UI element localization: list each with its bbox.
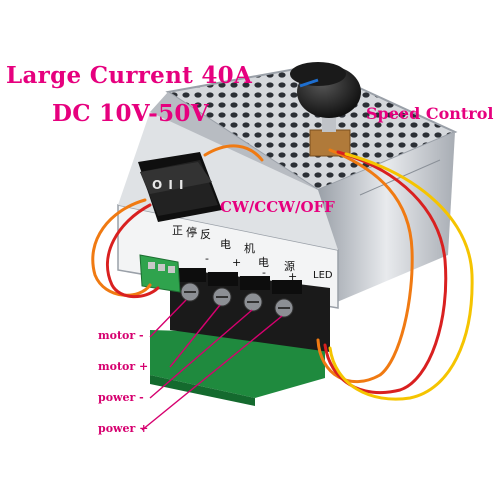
panel-label-power-1: 电 (258, 256, 269, 269)
green-connector (139, 254, 181, 293)
panel-label-reverse: 反 (200, 228, 211, 241)
callout-lines (141, 299, 283, 431)
panel-label-stop: 停 (186, 226, 197, 239)
terminal-screw-2 (212, 287, 232, 307)
headline-voltage: DC 10V-50V (52, 100, 209, 127)
panel-label-power-2: 源 (284, 260, 295, 273)
wire-label-power-plus: power + (98, 422, 149, 435)
panel-label-led: LED (313, 270, 333, 281)
panel-label-motor-2: 机 (244, 242, 255, 255)
direction-switch-label: CW/CCW/OFF (220, 198, 335, 216)
terminal-screw-4 (274, 298, 294, 318)
pcb-board (150, 330, 325, 406)
wire-label-motor-plus: motor + (98, 360, 149, 373)
panel-sign-power-minus: - (262, 266, 266, 279)
speed-control-label: Speed Control (366, 104, 494, 123)
wire-label-motor-minus: motor - (98, 329, 144, 342)
panel-label-motor-1: 电 (220, 238, 231, 251)
potentiometer (290, 62, 361, 157)
rocker-switch (138, 152, 222, 222)
headline-current: Large Current 40A (6, 62, 253, 89)
wire-label-power-minus: power - (98, 391, 144, 404)
wires (91, 144, 474, 401)
rocker-switch-glyph: O I I (152, 178, 185, 192)
terminal-screw-3 (243, 292, 263, 312)
panel-sign-power-plus: + (288, 270, 298, 283)
case-right-side (318, 132, 455, 305)
terminal-screw-1 (180, 282, 200, 302)
panel-sign-motor-minus: - (205, 252, 209, 265)
panel-label-forward: 正 (172, 224, 183, 237)
panel-sign-motor-plus: + (232, 256, 242, 269)
